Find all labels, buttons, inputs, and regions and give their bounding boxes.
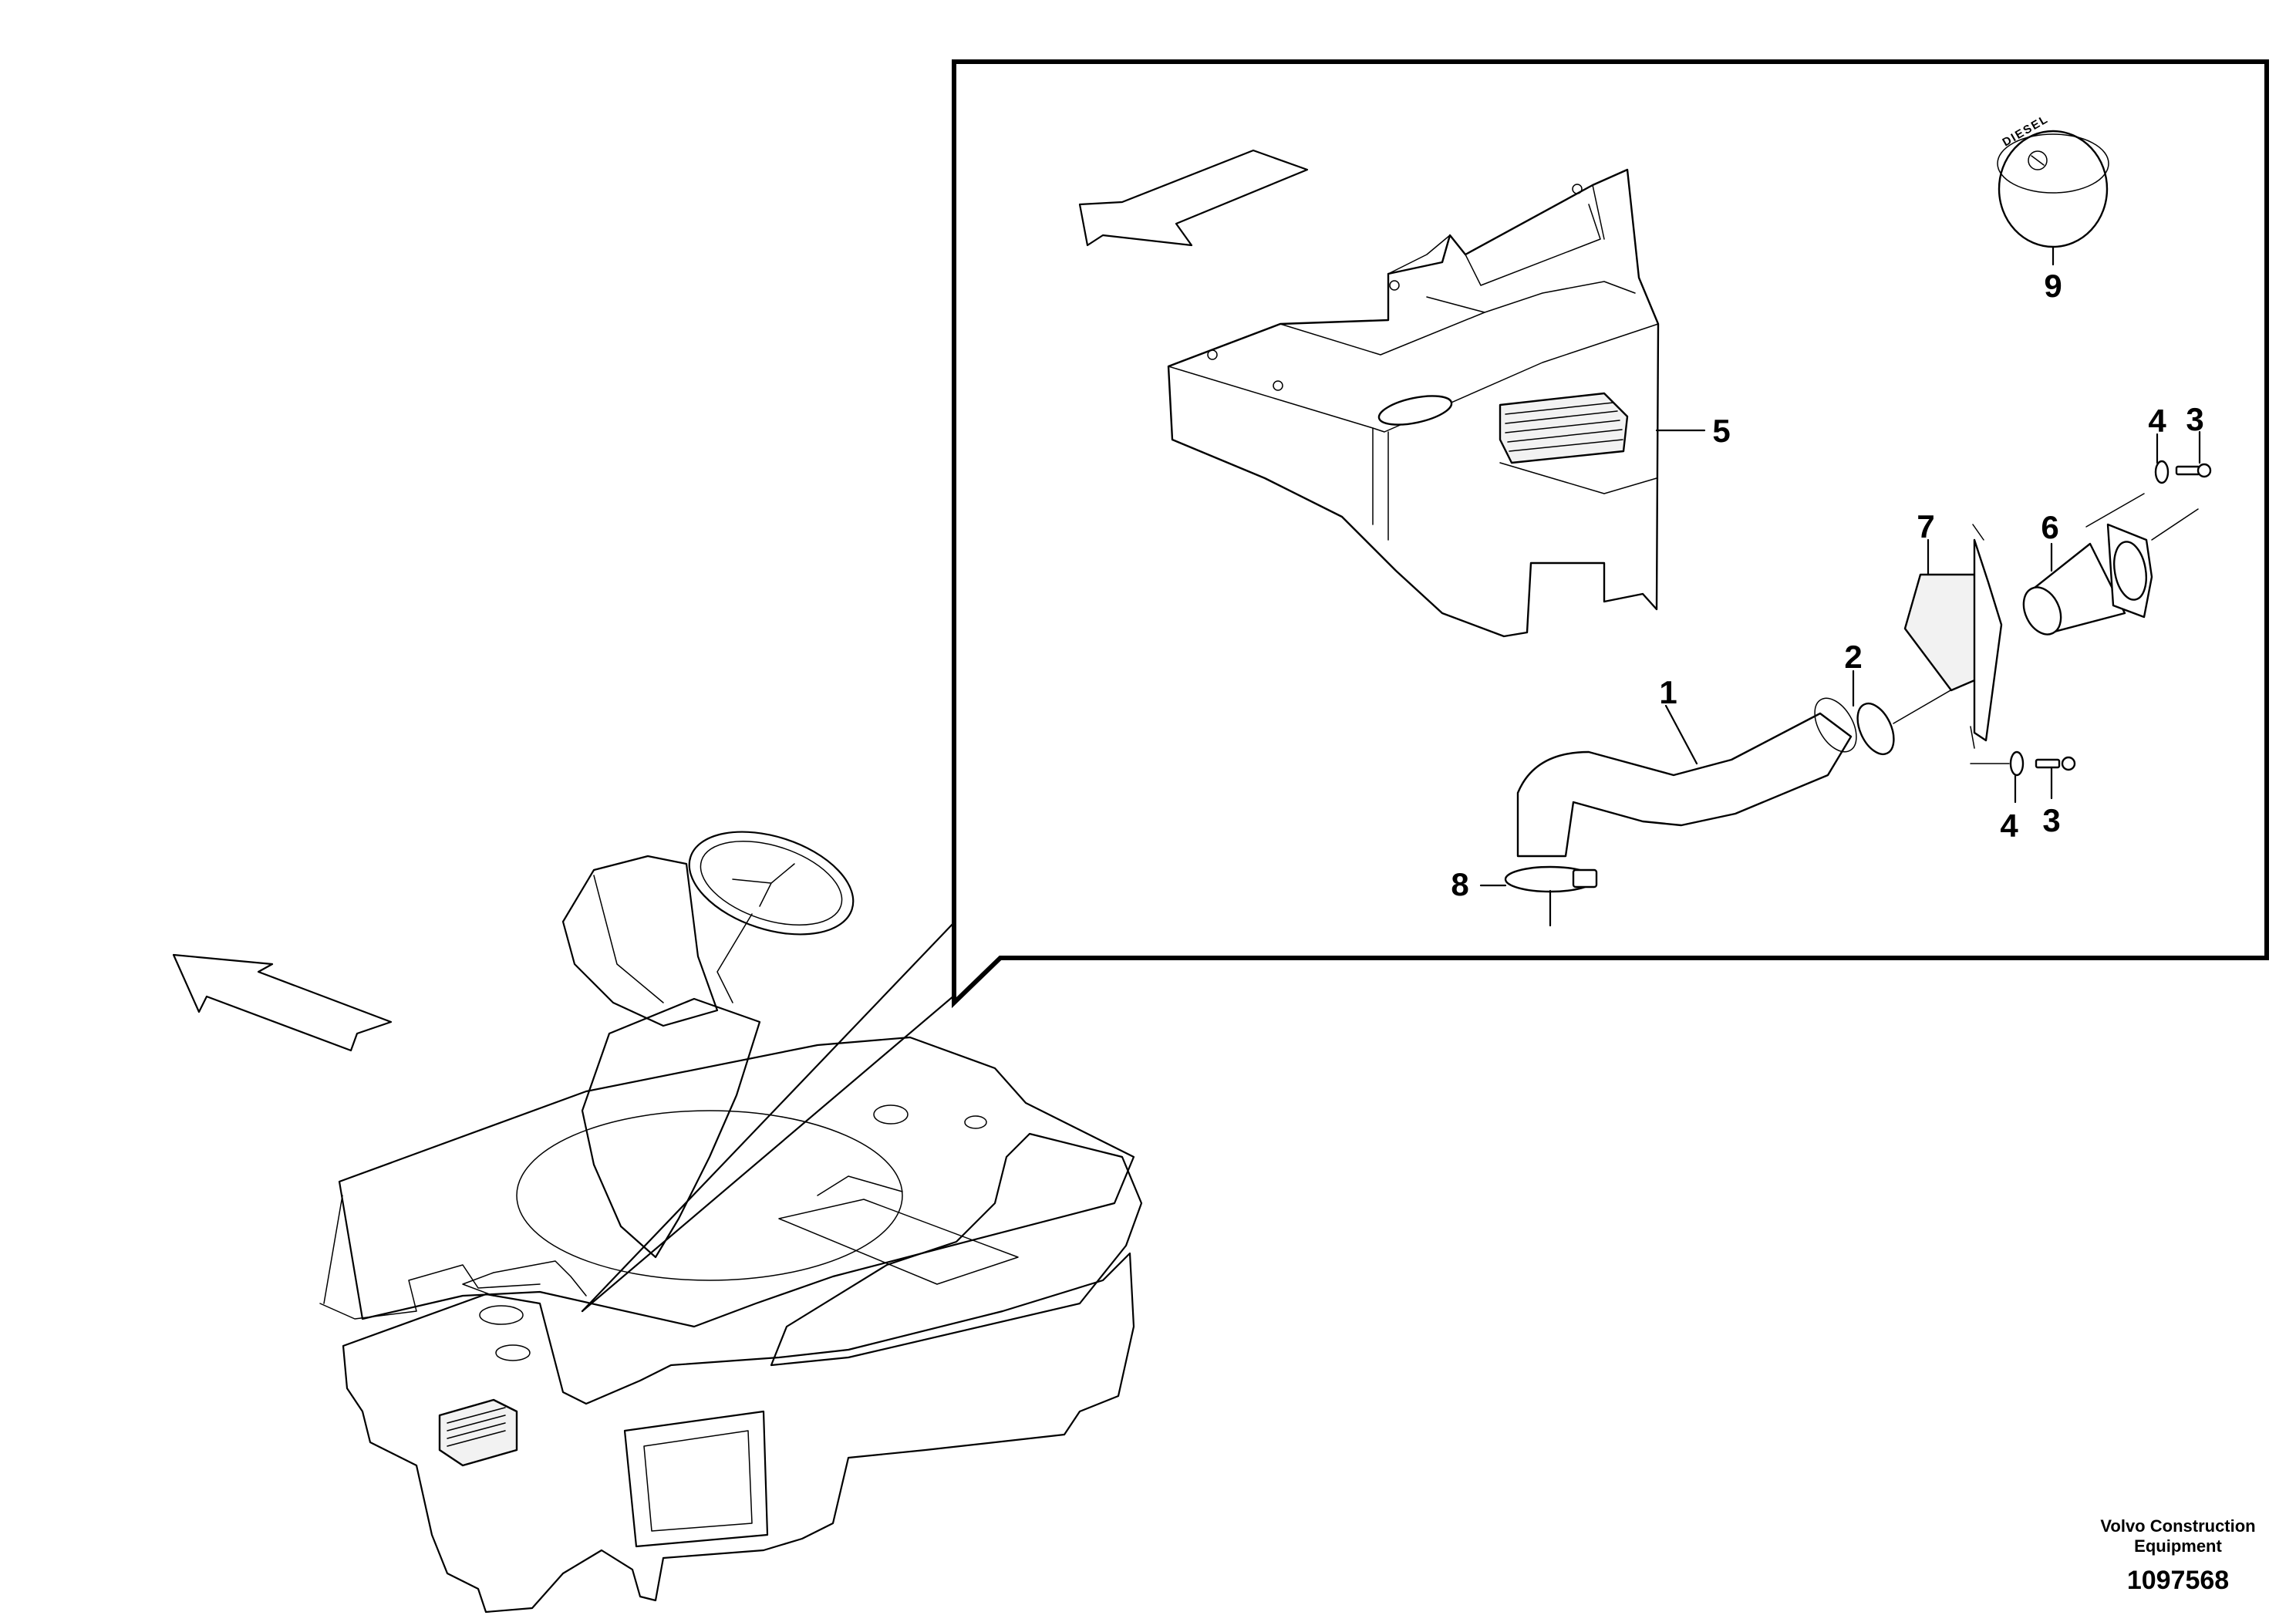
step-tread-detail <box>1499 392 1629 464</box>
callout-5: 5 <box>1712 413 1730 449</box>
access-hatch <box>623 1410 769 1548</box>
callout-3a: 3 <box>2186 401 2203 437</box>
brand-line1: Volvo Construction <box>2100 1516 2255 1536</box>
callout-3b: 3 <box>2042 802 2060 838</box>
callout-4b: 4 <box>2000 808 2018 844</box>
direction-arrow-overview <box>172 953 393 1052</box>
hose-clamp-part2 <box>1856 702 1895 756</box>
detail-view: DIESEL <box>1078 113 2212 927</box>
footer-block: Volvo Construction Equipment 1097568 <box>2100 1516 2255 1595</box>
operator-seat <box>561 855 719 1027</box>
fuel-cap-part9: DIESEL <box>1997 113 2109 248</box>
floor-plate <box>338 1036 1135 1328</box>
step-tread-overview <box>438 1398 518 1467</box>
callout-4a: 4 <box>2148 403 2166 439</box>
steering-column <box>581 997 761 1259</box>
detail-leader-b <box>581 955 1002 1313</box>
front-frame <box>342 1252 1135 1614</box>
fastener-set-lower <box>1970 750 2076 777</box>
machine-overview <box>172 831 1143 1614</box>
filler-neck-part7 <box>1903 524 2003 749</box>
detail-leader-a <box>581 920 956 1313</box>
fuel-hose-part1 <box>1516 712 1853 858</box>
callout-8: 8 <box>1451 866 1468 902</box>
leader-1 <box>1664 704 1698 765</box>
callout-2: 2 <box>1844 639 1862 675</box>
callout-1: 1 <box>1659 674 1677 710</box>
document-number: 1097568 <box>2127 1566 2229 1595</box>
direction-arrow-detail <box>1078 149 1309 247</box>
step-housing-part5 <box>1167 168 1660 638</box>
fastener-set-upper <box>2154 460 2212 484</box>
callout-6: 6 <box>2041 509 2058 545</box>
filler-pipe-part6 <box>2022 523 2153 636</box>
steering-wheel <box>688 831 855 936</box>
cab-plate-right <box>770 1132 1143 1367</box>
callout-7: 7 <box>1917 508 1934 545</box>
brand-line2: Equipment <box>2134 1536 2222 1556</box>
callout-9: 9 <box>2044 268 2062 304</box>
